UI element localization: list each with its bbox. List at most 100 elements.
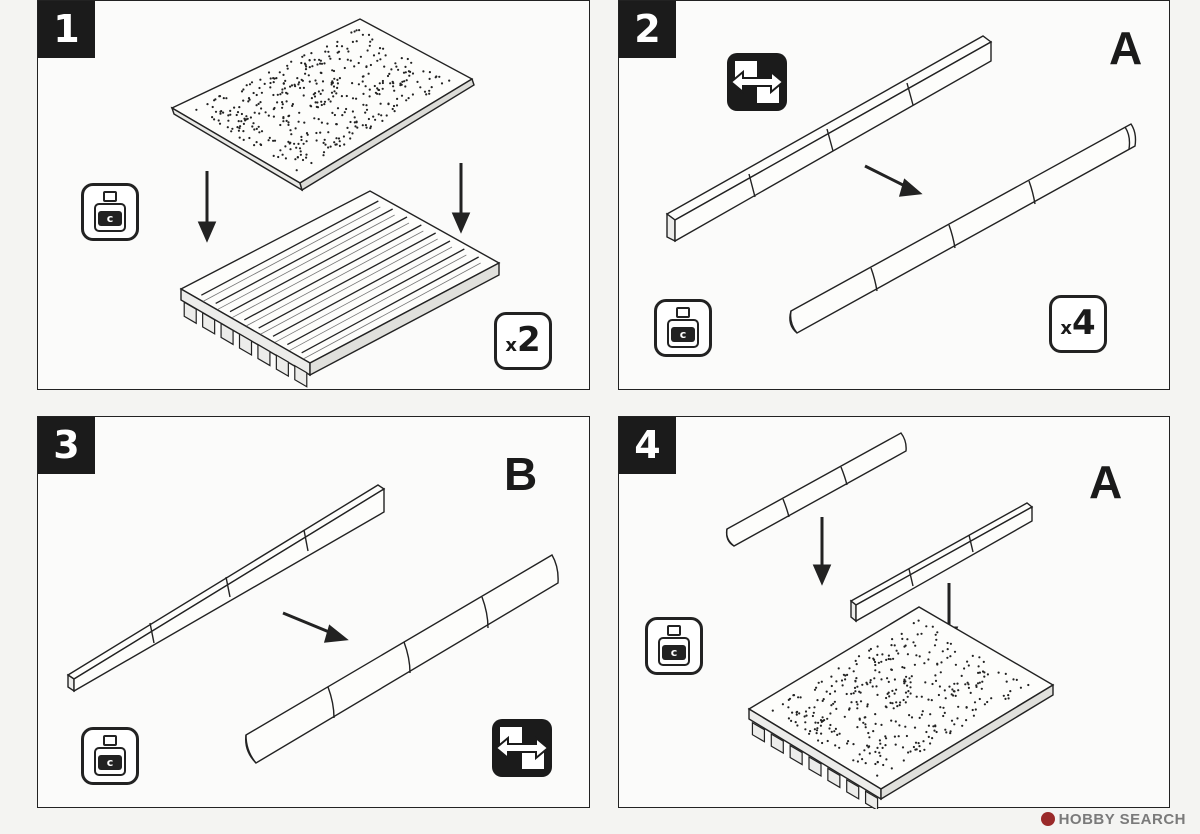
perforation-hole <box>359 55 362 58</box>
perforation-hole <box>817 739 820 742</box>
perforation-hole <box>787 698 790 701</box>
perforation-hole <box>297 142 300 145</box>
quantity-value: 2 <box>516 320 541 360</box>
perforation-hole <box>884 744 887 747</box>
perforation-hole <box>950 719 954 722</box>
perforation-hole <box>258 112 261 115</box>
perforation-hole <box>854 690 857 693</box>
perforation-hole <box>944 697 947 700</box>
perforation-hole <box>862 721 865 724</box>
perforation-hole <box>852 759 855 762</box>
step-number: 1 <box>38 1 95 58</box>
perforation-hole <box>986 700 989 704</box>
perforation-hole <box>315 105 318 108</box>
perforation-hole <box>282 120 285 123</box>
perforation-hole <box>300 78 303 81</box>
perforation-hole <box>336 40 339 44</box>
perforation-hole <box>242 130 245 133</box>
perforation-hole <box>259 78 262 81</box>
perforation-hole <box>931 625 934 628</box>
perforation-hole <box>404 85 407 88</box>
perforation-hole <box>890 767 893 770</box>
perforation-hole <box>873 658 876 661</box>
perforation-hole <box>275 77 278 80</box>
perforation-hole <box>977 665 980 668</box>
perforation-hole <box>195 108 198 111</box>
perforation-hole <box>320 62 324 65</box>
perforation-hole <box>336 82 339 85</box>
perforation-hole <box>887 691 890 694</box>
frame-rib <box>272 240 451 337</box>
perforation-hole <box>313 58 316 61</box>
perforation-hole <box>829 712 832 715</box>
perforation-hole <box>914 741 918 744</box>
perforation-hole <box>854 680 857 683</box>
perforation-hole <box>378 82 381 85</box>
perforation-hole <box>847 740 850 743</box>
perforation-hole <box>287 115 290 118</box>
perforation-hole <box>972 714 975 717</box>
perforation-hole <box>875 685 878 688</box>
perforation-hole <box>313 95 317 98</box>
perforation-hole <box>305 153 308 156</box>
perforation-hole <box>240 112 243 116</box>
perforation-hole <box>279 123 282 127</box>
perforation-hole <box>954 694 957 697</box>
perforation-hole <box>329 145 332 148</box>
perforation-hole <box>298 81 301 84</box>
perforation-hole <box>321 80 325 83</box>
flip-part-icon <box>727 53 787 111</box>
perforation-hole <box>895 701 898 704</box>
perforation-hole <box>876 693 879 696</box>
perforation-hole <box>239 125 242 128</box>
perforation-hole <box>983 703 986 706</box>
frame-rib-shadow <box>260 238 438 335</box>
perforation-hole <box>899 701 902 704</box>
perforation-hole <box>238 106 241 109</box>
perforation-hole <box>353 30 356 33</box>
perforation-hole <box>391 107 394 111</box>
perforation-hole <box>874 663 877 667</box>
perforation-hole <box>946 656 949 659</box>
perforation-hole <box>1007 694 1010 697</box>
perforation-hole <box>852 743 855 746</box>
perforation-hole <box>289 148 292 151</box>
perforation-hole <box>281 153 284 156</box>
perforation-hole <box>311 65 314 68</box>
perforation-hole <box>879 754 882 757</box>
perforation-hole <box>917 742 920 745</box>
perforation-hole <box>378 47 382 50</box>
perforation-hole <box>935 638 938 641</box>
perforation-hole <box>918 745 921 748</box>
perforation-hole <box>299 150 302 153</box>
glue-label: c <box>98 755 122 770</box>
perforation-hole <box>377 88 380 91</box>
perforation-hole <box>910 675 913 678</box>
perforation-hole <box>281 103 284 106</box>
perforation-hole <box>368 95 371 98</box>
perforation-hole <box>400 83 403 86</box>
perforation-hole <box>369 63 372 67</box>
perforation-hole <box>891 638 894 641</box>
perforation-hole <box>428 89 431 92</box>
perforation-hole <box>301 158 305 162</box>
perforation-hole <box>867 731 870 735</box>
perforation-hole <box>335 137 338 140</box>
perforation-hole <box>936 663 939 666</box>
perforation-hole <box>336 107 340 110</box>
perforation-hole <box>373 84 376 88</box>
perforation-hole <box>299 86 302 90</box>
perforation-hole <box>868 649 871 652</box>
perforation-hole <box>901 666 904 669</box>
perforation-hole <box>859 700 863 703</box>
perforation-hole <box>348 131 351 134</box>
perforation-hole <box>323 103 326 106</box>
perforation-hole <box>893 678 896 681</box>
perforation-hole <box>289 129 292 132</box>
perforation-hole <box>362 103 365 106</box>
perforation-hole <box>830 675 833 678</box>
perforation-hole <box>304 68 308 71</box>
perforation-hole <box>295 146 298 149</box>
perforation-hole <box>856 726 859 729</box>
perforation-hole <box>934 633 937 636</box>
